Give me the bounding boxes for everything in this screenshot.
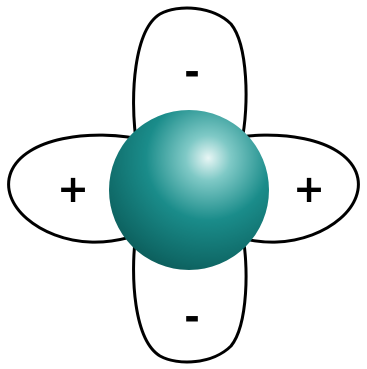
lobe-left-sign: +: [57, 167, 89, 211]
lobe-top-sign: -: [184, 50, 200, 94]
lobe-bottom-sign: -: [184, 295, 200, 339]
lobe-right-sign: +: [293, 167, 325, 211]
nucleus-sphere: [109, 110, 269, 270]
